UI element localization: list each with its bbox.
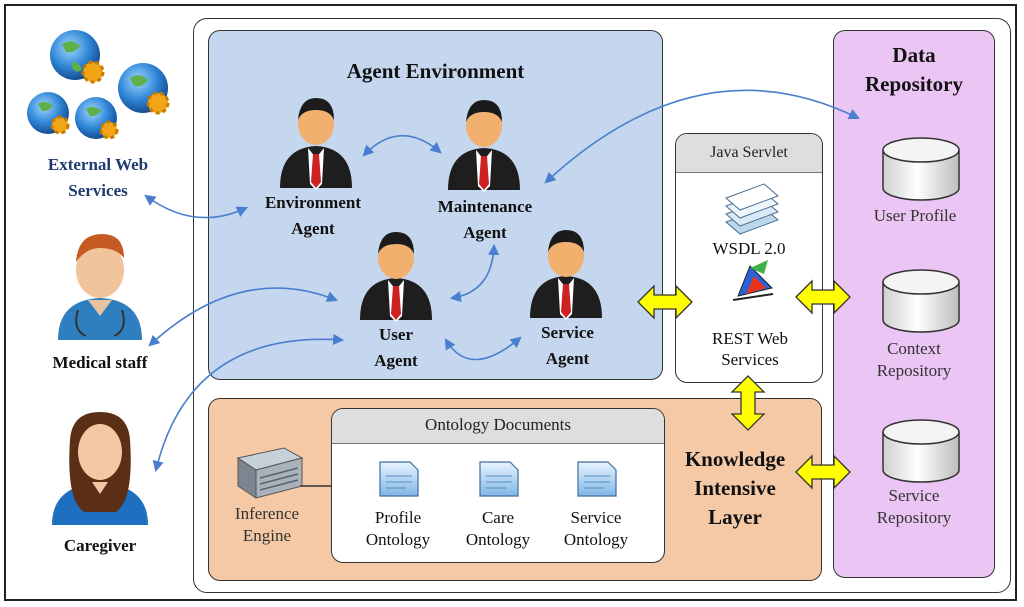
caregiver-label: Caregiver (63, 536, 137, 555)
maintenance-agent-icon (448, 100, 520, 192)
service-agent-icon (530, 230, 602, 320)
inference-engine-icon (236, 447, 304, 499)
user-agent-icon (360, 232, 432, 322)
user-profile-database-icon (882, 137, 960, 201)
arrow-medical-user (148, 287, 339, 347)
external-web-services-label: External Web Services (47, 155, 149, 200)
agent-environment-title: Agent Environment (346, 59, 525, 83)
arrow-maintenance-repository (544, 89, 861, 184)
arrow-servlet-knowledge (730, 375, 766, 431)
wsdl-document-icon (725, 183, 779, 235)
rest-services-icon (732, 260, 774, 301)
globe-icon (27, 92, 70, 135)
context-repository-label: Context Repository (876, 339, 952, 381)
care-ontology-document-icon (479, 461, 519, 497)
globe-icon (118, 63, 170, 115)
medical-staff-icon (58, 234, 142, 340)
inference-engine-label: Inference Engine (234, 504, 300, 546)
arrow-servlet-repository (795, 279, 851, 315)
service-repository-label: Service Repository (876, 486, 952, 528)
care-ontology-label: Care Ontology (465, 508, 531, 550)
outer-frame (4, 4, 1017, 601)
environment-agent-label: Environment Agent (264, 193, 362, 239)
service-ontology-document-icon (577, 461, 617, 497)
wsdl-label: WSDL 2.0 (712, 239, 786, 258)
arrow-environment-maintenance (362, 134, 442, 157)
arrow-knowledge-repository (795, 454, 851, 490)
arrow-external-environment (144, 194, 249, 219)
user-agent-label: User Agent (374, 325, 418, 371)
arrow-user-maintenance (449, 243, 500, 303)
service-ontology-label: Service Ontology (563, 508, 629, 550)
rest-services-label: REST Web Services (712, 329, 788, 370)
profile-ontology-label: Profile Ontology (365, 508, 431, 550)
environment-agent-icon (280, 98, 352, 190)
arrow-caregiver-user (152, 333, 345, 473)
globe-icon (75, 97, 119, 140)
ontology-documents-header (332, 409, 664, 444)
data-repository-title: Data Repository (865, 43, 963, 96)
medical-staff-label: Medical staff (52, 353, 148, 372)
arrow-user-service (444, 336, 522, 361)
caregiver-icon (52, 412, 148, 525)
communication-arrows (144, 89, 861, 473)
arrow-agents-servlet (637, 284, 693, 320)
ontology-documents-title: Ontology Documents (425, 415, 571, 434)
service-repository-database-icon (882, 419, 960, 483)
context-repository-database-icon (882, 269, 960, 333)
service-agent-label: Service Agent (541, 323, 594, 369)
globe-icon (50, 30, 105, 84)
data-exchange-arrows (637, 279, 851, 490)
profile-ontology-document-icon (379, 461, 419, 497)
knowledge-layer-title: Knowledge Intensive Layer (684, 447, 786, 529)
user-profile-label: User Profile (873, 206, 957, 225)
maintenance-agent-label: Maintenance Agent (437, 197, 533, 243)
